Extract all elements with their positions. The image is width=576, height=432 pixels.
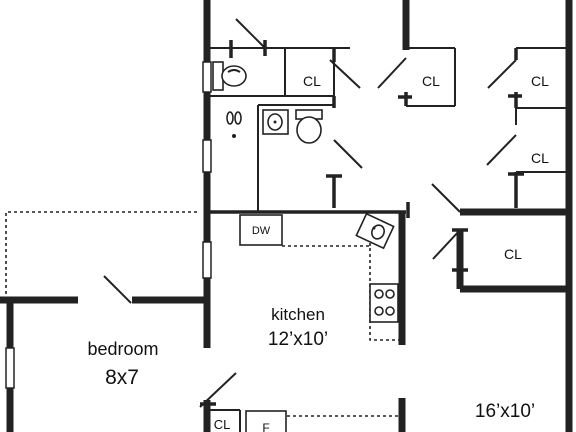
window-icon-4: [5, 347, 15, 389]
living-size: 16’x10’: [475, 401, 535, 422]
balcony-outline: [5, 211, 197, 296]
closet-top-center: CL: [377, 47, 456, 107]
toilet-icon-2: [295, 109, 323, 144]
windows: [5, 61, 212, 389]
bedroom-door-swing: [103, 275, 132, 304]
closet-label-4: CL: [531, 150, 549, 166]
bedroom: bedroom 8x7: [87, 275, 159, 389]
fridge: [245, 410, 287, 432]
closet-label-3: CL: [531, 73, 549, 89]
closet-top-middle: CL: [284, 47, 361, 108]
dishwasher: [239, 214, 283, 246]
window-icon-3: [202, 241, 212, 279]
closet-6-door: [199, 372, 237, 408]
toilet-icon: [212, 61, 247, 91]
bathroom: [210, 18, 350, 212]
sink-icon: [262, 109, 289, 135]
shower-valve-icon: [226, 111, 242, 138]
hall-door-swing-1: [333, 139, 363, 169]
stove-icon: [369, 283, 399, 323]
kitchen-size: 12’x10’: [268, 329, 328, 350]
closet-1-door: [329, 59, 361, 89]
bedroom-name: bedroom: [87, 339, 158, 359]
bedroom-size: 8x7: [105, 366, 139, 389]
closet-5-door: [432, 229, 461, 260]
closet-4-door: [486, 134, 517, 166]
fridge-label: F: [262, 421, 269, 432]
bath-door-swing: [235, 18, 266, 49]
closet-east: CL: [432, 228, 522, 272]
kitchen-name: kitchen: [271, 305, 325, 324]
dishwasher-label: DW: [252, 225, 271, 237]
closet-label-1: CL: [303, 73, 321, 89]
closet-top-right: CL: [487, 47, 566, 109]
closet-label-5: CL: [504, 246, 522, 262]
hall-door-swing-2: [431, 183, 461, 213]
closet-3-door: [487, 59, 517, 89]
closet-south: CL F: [199, 372, 398, 432]
window-icon: [202, 61, 212, 93]
sink-icon-kitchen: [355, 212, 395, 250]
closet-label-2: CL: [422, 73, 440, 89]
closet-label-6: CL: [214, 417, 231, 432]
window-icon-2: [202, 139, 212, 173]
kitchen: DW kitchen 12’x10’: [239, 212, 400, 350]
closet-mid-right: CL: [486, 108, 566, 208]
closet-2-door: [377, 57, 407, 89]
